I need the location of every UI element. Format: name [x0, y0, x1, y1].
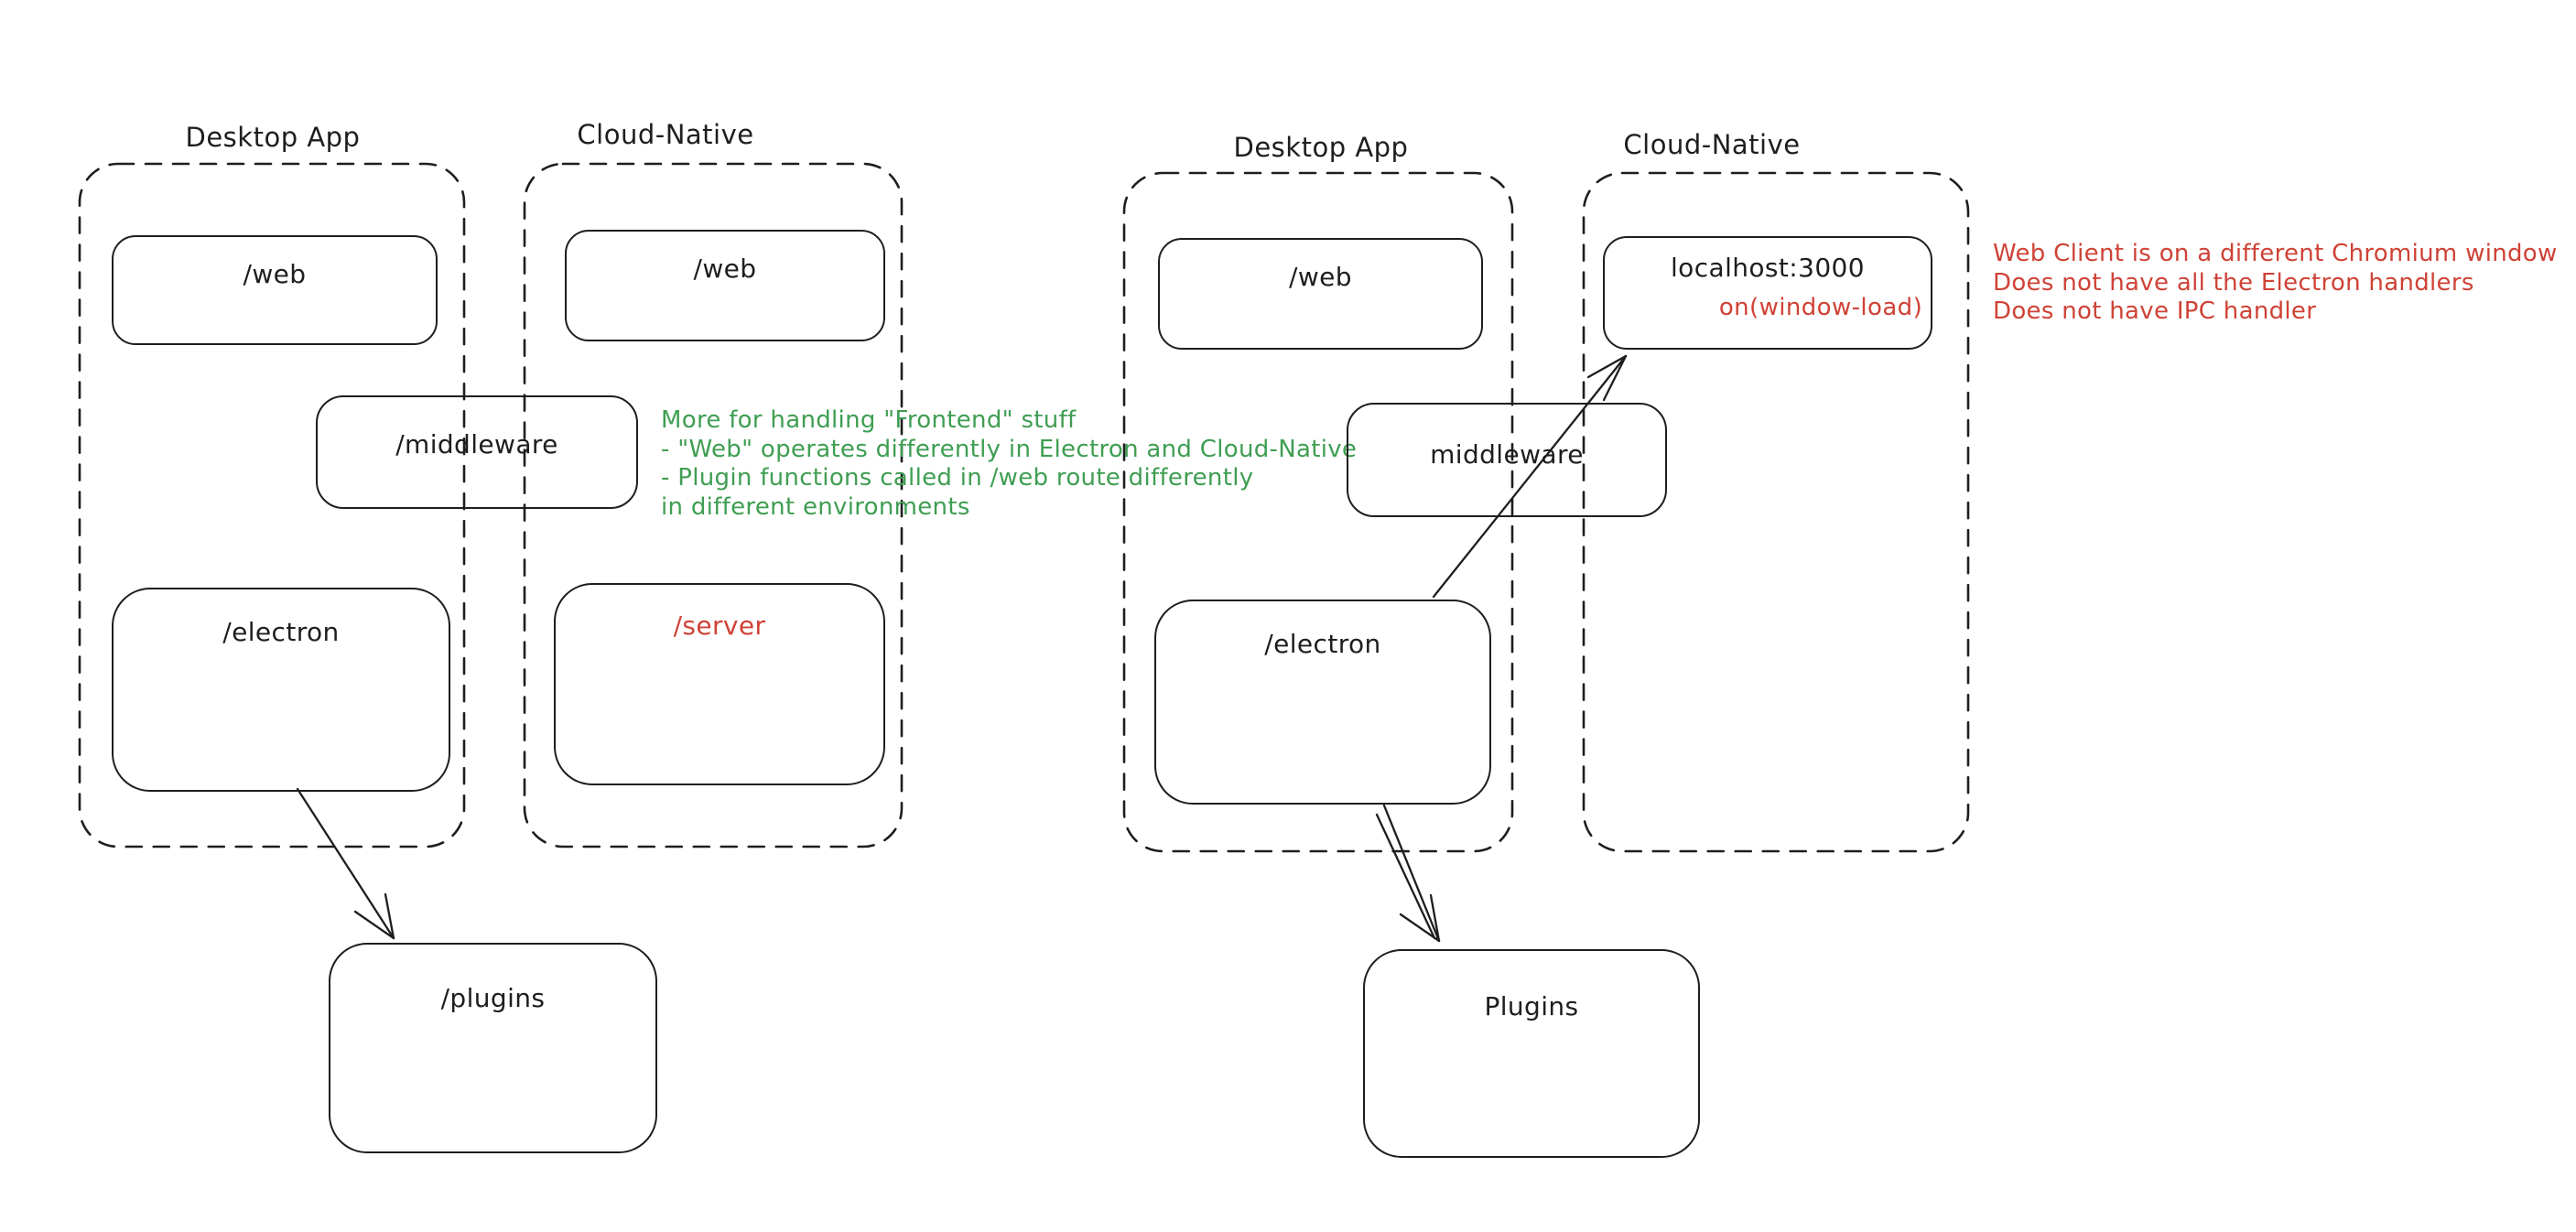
left-cloud-web-label: /web — [693, 254, 757, 284]
green-annotation-line: - "Web" operates differently in Electron… — [661, 435, 1358, 463]
right-plugins-label: Plugins — [1484, 991, 1579, 1021]
right-electron-to-plugins-arrow — [1375, 804, 1441, 943]
right-electron-box: /electron — [1154, 600, 1491, 805]
red-annotation-line: Web Client is on a different Chromium wi… — [1993, 240, 2558, 267]
left-plugins-box: /plugins — [329, 943, 657, 1153]
left-electron-label: /electron — [222, 617, 340, 647]
right-localhost-box: localhost:3000 on(window-load) — [1603, 236, 1932, 350]
red-annotation-line: Does not have IPC handler — [1993, 297, 2317, 325]
left-desktop-app-container — [78, 162, 466, 848]
right-plugins-box: Plugins — [1363, 949, 1700, 1158]
left-desktop-web-label: /web — [243, 259, 307, 289]
right-electron-to-localhost-arrow — [1432, 354, 1628, 599]
green-annotation: More for handling "Frontend" stuff - "We… — [661, 406, 1357, 522]
left-desktop-app-title: Desktop App — [185, 122, 361, 153]
green-annotation-line: - Plugin functions called in /web route … — [661, 464, 1254, 492]
right-localhost-label: localhost:3000 — [1671, 253, 1865, 283]
right-middleware-label: middleware — [1430, 439, 1584, 470]
right-desktop-web-box: /web — [1158, 238, 1483, 350]
left-cloud-native-title: Cloud-Native — [577, 119, 754, 150]
right-cloud-native-title: Cloud-Native — [1623, 129, 1801, 160]
left-middleware-box: /middleware — [316, 395, 638, 509]
left-server-box: /server — [554, 583, 885, 785]
left-server-label: /server — [673, 611, 766, 641]
right-electron-label: /electron — [1264, 629, 1381, 659]
left-electron-box: /electron — [112, 588, 450, 792]
right-window-load-label: on(window-load) — [1718, 294, 1923, 321]
left-cloud-web-box: /web — [565, 230, 885, 341]
red-annotation: Web Client is on a different Chromium wi… — [1993, 240, 2558, 327]
left-middleware-label: /middleware — [395, 429, 558, 459]
left-electron-to-plugins-arrow — [296, 787, 395, 940]
left-desktop-web-box: /web — [112, 235, 438, 345]
red-annotation-line: Does not have all the Electron handlers — [1993, 268, 2474, 297]
right-cloud-native-container — [1582, 171, 1970, 853]
right-desktop-web-label: /web — [1289, 262, 1352, 292]
left-cloud-native-container — [523, 162, 904, 848]
right-desktop-app-container — [1122, 171, 1514, 853]
left-plugins-label: /plugins — [440, 983, 546, 1013]
right-middleware-box: middleware — [1347, 403, 1667, 517]
green-annotation-line: More for handling "Frontend" stuff — [661, 406, 1077, 434]
green-annotation-line: in different environments — [661, 492, 970, 521]
right-desktop-app-title: Desktop App — [1233, 132, 1409, 163]
